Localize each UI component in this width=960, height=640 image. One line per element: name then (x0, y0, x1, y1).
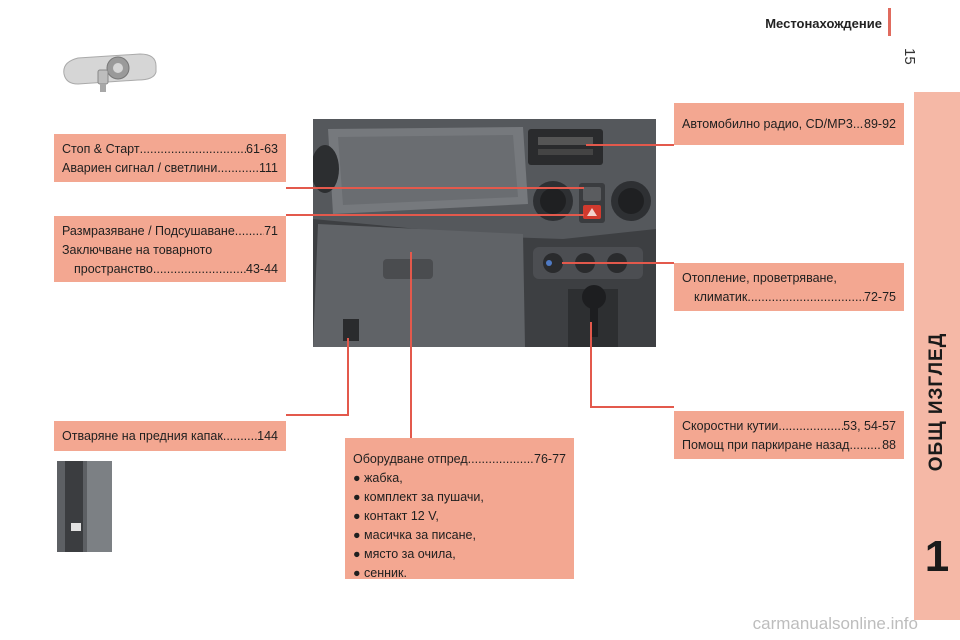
page-number: 15 (901, 48, 918, 65)
connector-bonnet-v (347, 338, 349, 416)
equipment-item: ● масичка за писане, (353, 528, 476, 542)
stop-start-label: Стоп & Старт (62, 142, 140, 156)
bonnet-pages: 144 (257, 429, 278, 443)
connector-equipment (410, 252, 412, 438)
lock-pages: 43-44 (246, 262, 278, 276)
equipment-item: ● жабка, (353, 471, 403, 485)
hazard-pages: 111 (258, 161, 278, 175)
callout-defrost-lock: Размразяване / Подсушаване 71 Заключване … (54, 216, 286, 282)
dashboard-photo (313, 119, 656, 347)
radio-label: Автомобилно радио, CD/MP3 (682, 117, 853, 131)
callout-stop-start-hazard: Стоп & Старт 61-63 Авариен сигнал / светл… (54, 134, 286, 182)
lock-label-cont: пространство (74, 262, 153, 276)
equipment-item: ● комплект за пушачи, (353, 490, 484, 504)
connector-bonnet-h (286, 414, 348, 416)
defrost-pages: 71 (264, 224, 278, 238)
gearbox-pages: 53, 54-57 (843, 419, 896, 433)
connector-gearbox-h (591, 406, 674, 408)
callout-heating: Отопление, проветряване, климатик 72-75 (674, 263, 904, 311)
connector-stop-start (286, 187, 584, 189)
connector-defrost (286, 214, 584, 216)
mirror-steering-icon (63, 53, 157, 92)
parking-label: Помощ при паркиране назад (682, 438, 850, 452)
chapter-side-tab: ОБЩ ИЗГЛЕД 1 (914, 92, 960, 620)
callout-radio: Автомобилно радио, CD/MP3 89-92 (674, 103, 904, 145)
connector-gearbox-v (590, 322, 592, 408)
section-title: Местонахождение (765, 16, 882, 31)
equipment-item: ● контакт 12 V, (353, 509, 439, 523)
callout-gearbox-parking: Скоростни кутии 53, 54-57 Помощ при парки… (674, 411, 904, 459)
connector-radio (586, 144, 674, 146)
callout-bonnet: Отваряне на предния капак 144 (54, 421, 286, 451)
watermark: carmanualsonline.info (752, 614, 918, 633)
equipment-item: ● място за очила, (353, 547, 456, 561)
heating-label: Отопление, проветряване, (682, 271, 837, 285)
stop-start-pages: 61-63 (246, 142, 278, 156)
heating-pages: 72-75 (864, 290, 896, 304)
lock-label: Заключване на товарното (62, 243, 213, 257)
equipment-item: ● сенник. (353, 566, 407, 580)
defrost-label: Размразяване / Подсушаване (62, 224, 235, 238)
callout-front-equipment: Оборудване отпред 76-77 ● жабка, ● компле… (345, 438, 574, 580)
bonnet-label: Отваряне на предния капак (62, 429, 223, 443)
radio-pages: 89-92 (864, 117, 896, 131)
chapter-number: 1 (924, 532, 950, 581)
chapter-label: ОБЩ ИЗГЛЕД (926, 332, 947, 472)
connector-heating (562, 262, 674, 264)
gearbox-label: Скоростни кутии (682, 419, 779, 433)
equipment-pages: 76-77 (534, 452, 566, 466)
heating-label-cont: климатик (694, 290, 748, 304)
header-accent-bar (888, 8, 891, 36)
hazard-label: Авариен сигнал / светлини (62, 161, 218, 175)
parking-pages: 88 (882, 438, 896, 452)
equipment-title: Оборудване отпред (353, 452, 468, 466)
bonnet-release-photo (57, 461, 112, 552)
